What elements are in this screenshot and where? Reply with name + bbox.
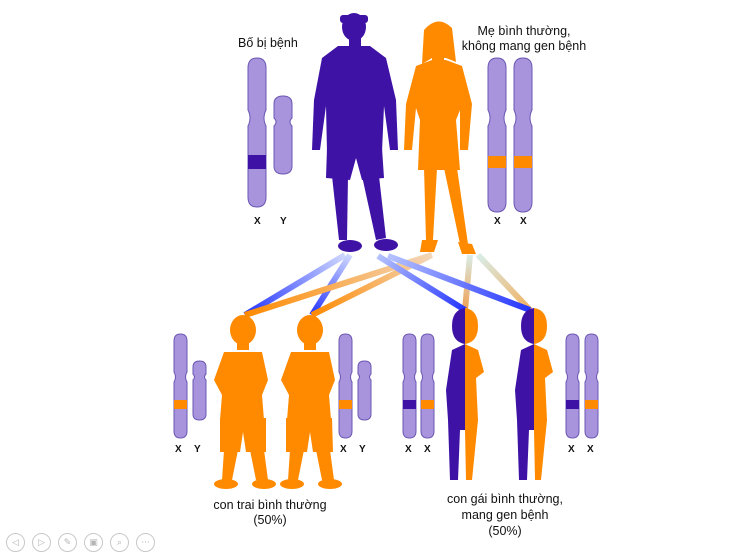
mother-x1-label: X <box>494 216 501 227</box>
son1-silhouette <box>214 315 276 489</box>
mother-label-line2: không mang gen bệnh <box>461 39 587 53</box>
zoom-icon[interactable]: ⌕ <box>110 533 129 552</box>
daughter2-chromosomes <box>565 333 599 439</box>
daughter1-chromosomes <box>402 333 435 439</box>
daughter1-x2-label: X <box>424 444 431 455</box>
daughter1-silhouette <box>446 308 484 480</box>
father-x-label: X <box>254 216 261 227</box>
mother-x1-band <box>488 156 506 168</box>
inheritance-lines <box>243 252 533 318</box>
line-father-daughter1 <box>376 253 467 313</box>
son1-chromosomes <box>173 333 207 439</box>
pen-icon[interactable]: ✎ <box>58 533 77 552</box>
son2-silhouette <box>280 315 342 489</box>
father-y-label: Y <box>280 216 287 227</box>
father-silhouette <box>312 13 398 252</box>
son1-y-label: Y <box>194 444 201 455</box>
mother-silhouette <box>404 21 476 254</box>
mother-x2-label: X <box>520 216 527 227</box>
daughter-label-line2: mang gen bệnh <box>461 508 549 522</box>
daughter-label-line3: (50%) <box>488 524 522 538</box>
mother-x2-chromosome <box>513 57 533 213</box>
daughter1-x1-label: X <box>405 444 412 455</box>
son2-x-label: X <box>340 444 347 455</box>
son1-x-label: X <box>175 444 182 455</box>
daughter2-x1-label: X <box>568 444 575 455</box>
mother-chromosomes <box>487 57 533 213</box>
line-father-son1 <box>243 252 347 318</box>
line-mother-daughter2 <box>475 252 533 313</box>
son2-y-label: Y <box>359 444 366 455</box>
more-options-icon[interactable]: ··· <box>136 533 155 552</box>
daughter-label-line1: con gái bình thường, <box>447 492 563 506</box>
daughter2-silhouette <box>515 308 553 480</box>
daughter2-x2-label: X <box>587 444 594 455</box>
line-mother-son1 <box>244 252 433 318</box>
father-label: Bố bị bệnh <box>238 36 298 50</box>
line-mother-daughter1 <box>462 254 473 311</box>
line-father-daughter2 <box>386 253 532 313</box>
father-x-chromosome <box>247 57 267 208</box>
son-label-line2: (50%) <box>253 513 287 527</box>
son2-chromosomes <box>338 333 372 439</box>
slideshow-toolbar: ◁ ▷ ✎ ▣ ⌕ ··· <box>6 533 155 555</box>
see-all-slides-icon[interactable]: ▣ <box>84 533 103 552</box>
mother-label-line1: Mẹ bình thường, <box>477 24 571 38</box>
next-slide-icon[interactable]: ▷ <box>32 533 51 552</box>
son-label-line1: con trai bình thường <box>213 498 327 512</box>
father-y-chromosome <box>273 95 293 175</box>
previous-slide-icon[interactable]: ◁ <box>6 533 25 552</box>
father-chromosomes <box>247 57 293 208</box>
mother-x2-band <box>514 156 532 168</box>
father-x-mutant-band <box>248 155 266 169</box>
mother-x1-chromosome <box>487 57 507 213</box>
